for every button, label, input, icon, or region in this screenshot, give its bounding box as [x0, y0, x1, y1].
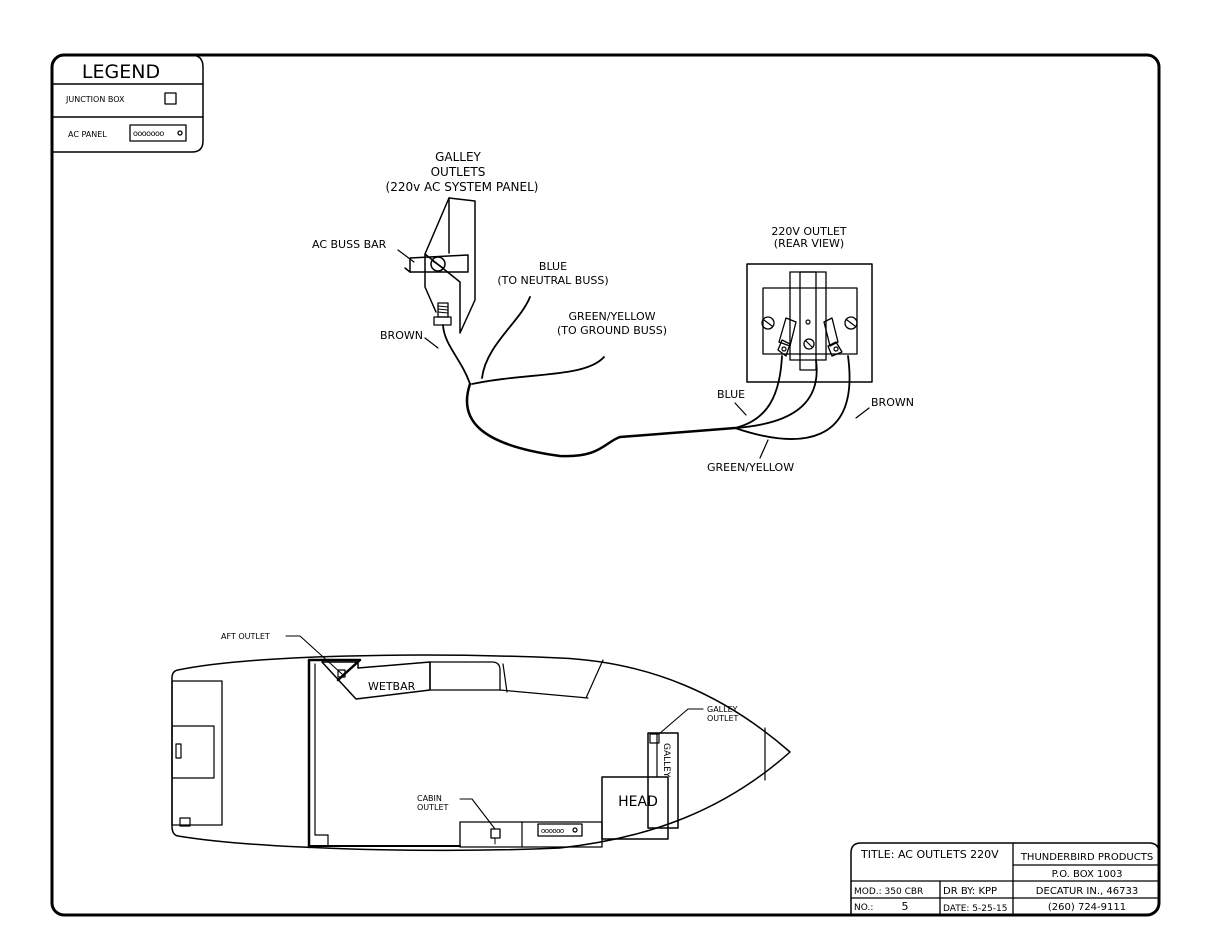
legend-title: LEGEND	[82, 61, 160, 83]
green-ground-label-line-1: GREEN/YELLOW	[568, 310, 655, 323]
galley-outlet-label-line-2: OUTLET	[707, 714, 739, 723]
wire-outlet-brown	[734, 355, 851, 440]
svg-text:oooooo: oooooo	[541, 827, 564, 835]
wire-harness	[465, 382, 737, 458]
legend-junction-box-label: JUNCTION BOX	[65, 95, 125, 104]
title-block-po-box: P.O. BOX 1003	[1052, 869, 1123, 880]
aft-outlet-label: AFT OUTLET	[221, 632, 270, 641]
ac-panel-symbol: ooooooo	[129, 124, 187, 142]
boat-ac-panel-symbol: oooooo	[537, 823, 583, 837]
outlet-title-line-1: 220V OUTLET	[771, 225, 847, 238]
wire-blue-to-neutral	[481, 296, 531, 379]
cabin-outlet-box	[490, 828, 501, 839]
outlet-screw-right	[844, 316, 858, 330]
outlet-screw-center	[803, 338, 815, 350]
outlet-brown-label: BROWN	[871, 396, 914, 409]
drawing-border	[50, 53, 1161, 917]
svg-text:ooooooo: ooooooo	[133, 129, 164, 138]
title-block-number-value: 5	[902, 900, 909, 913]
title-block-model: MOD.: 350 CBR	[854, 887, 923, 897]
outlet-screw-left	[761, 316, 775, 330]
galley-outlets-label: GALLEY OUTLETS (220v AC SYSTEM PANEL)	[386, 150, 539, 194]
buss-bar-screw	[430, 256, 446, 272]
wetbar-label: WETBAR	[368, 680, 416, 693]
title-block-date: DATE: 5-25-15	[943, 904, 1007, 914]
blue-neutral-label-line-1: BLUE	[539, 260, 567, 273]
legend: LEGEND JUNCTION BOX AC PANEL ooooooo	[51, 54, 204, 153]
wire-outlet-blue	[734, 355, 783, 429]
galley-label: GALLEY	[661, 743, 671, 778]
cabin-outlet-label-line-2: OUTLET	[417, 803, 449, 812]
galley-outlets-title-line-1: GALLEY	[435, 150, 481, 164]
boat-plan: WETBAR oooooo HEAD GALLEY	[171, 654, 791, 852]
galley-outlet-label-line-1: GALLEY	[707, 705, 738, 714]
title-block-company: THUNDERBIRD PRODUCTS	[1020, 852, 1153, 863]
head-label: HEAD	[618, 794, 658, 810]
title-block-address: DECATUR IN., 46733	[1036, 886, 1138, 897]
green-ground-label-line-2: (TO GROUND BUSS)	[557, 324, 667, 337]
outlet-green-label: GREEN/YELLOW	[707, 461, 794, 474]
galley-outlet-box	[649, 733, 660, 744]
ac-system-panel	[404, 197, 476, 334]
outlet-220v	[746, 263, 873, 383]
title-block-drawn-by: DR BY: KPP	[943, 886, 997, 897]
outlet-title-line-2: (REAR VIEW)	[774, 237, 844, 250]
blue-neutral-label-line-2: (TO NEUTRAL BUSS)	[497, 274, 608, 287]
wire-green-to-ground	[471, 356, 605, 385]
wire-brown-to-panel	[442, 324, 471, 385]
galley-outlets-title-line-2: OUTLETS	[431, 165, 486, 179]
title-block-number-label: NO.:	[854, 903, 873, 913]
cabin-outlet-label-line-1: CABIN	[417, 794, 442, 803]
panel-brown-label: BROWN	[380, 329, 423, 342]
legend-ac-panel-label: AC PANEL	[68, 130, 107, 139]
title-block-title: TITLE: AC OUTLETS 220V	[860, 848, 999, 861]
title-block-phone: (260) 724-9111	[1048, 902, 1126, 913]
ac-buss-bar-label: AC BUSS BAR	[312, 238, 387, 251]
outlet-blue-label: BLUE	[717, 388, 745, 401]
galley-outlets-title-line-3: (220v AC SYSTEM PANEL)	[386, 180, 539, 194]
wire-outlet-green	[734, 359, 818, 429]
title-block: TITLE: AC OUTLETS 220V THUNDERBIRD PRODU…	[850, 842, 1160, 916]
junction-box-symbol	[164, 92, 177, 105]
